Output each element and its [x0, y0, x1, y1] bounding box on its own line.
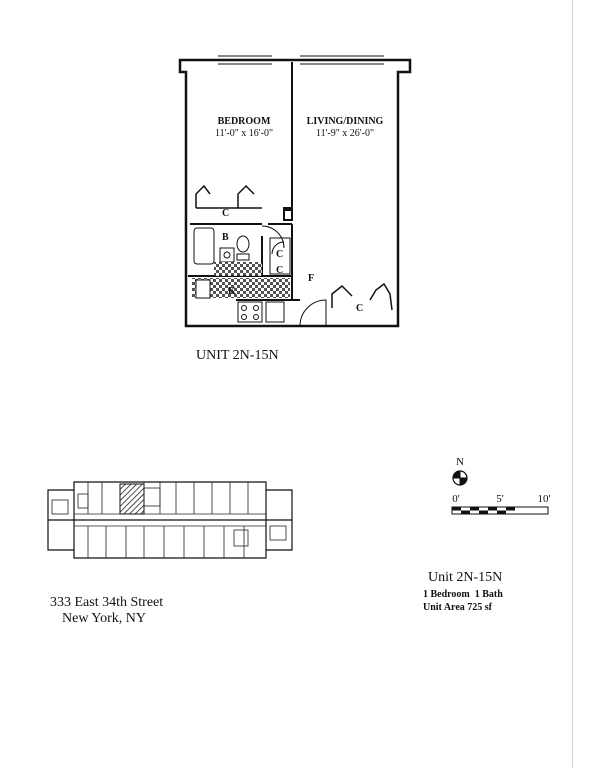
living-dining-name: LIVING/DINING — [307, 116, 384, 127]
scale-tick-5: 5' — [496, 493, 504, 505]
door-swing — [261, 225, 285, 249]
entry-door — [299, 299, 327, 327]
address-street: 333 East 34th Street — [50, 595, 164, 610]
hall-closet-label-1: C — [276, 249, 283, 260]
hall-closet — [269, 237, 291, 275]
interior-wall — [188, 62, 300, 301]
north-label: N — [456, 456, 464, 468]
key-plan — [47, 481, 293, 559]
bedroom-closet-label: C — [222, 208, 229, 219]
unit-beds-baths: 1 Bedroom 1 Bath — [423, 589, 503, 600]
unit-caption: UNIT 2N-15N — [196, 348, 279, 363]
page-edge-line — [572, 0, 573, 768]
bedroom-name: BEDROOM — [218, 116, 271, 127]
window — [218, 55, 384, 65]
scale-tick-10: 10' — [538, 493, 551, 505]
compass: N — [452, 456, 468, 486]
kitchen-tile — [192, 278, 290, 298]
scale-bar: 0' 5' 10' — [451, 493, 551, 515]
exterior-wall — [178, 58, 412, 328]
unit-highlight — [119, 483, 145, 515]
address-city: New York, NY — [62, 611, 147, 626]
bath-label: B — [222, 232, 229, 243]
closet-door — [195, 184, 393, 311]
kitchen-appliances — [195, 279, 285, 323]
bath-tile — [214, 262, 262, 276]
kitchen-label: K — [228, 286, 236, 297]
unit-area: Unit Area 725 sf — [423, 602, 492, 613]
scale-tick-0: 0' — [452, 493, 460, 505]
floor-plan: BEDROOM 11'-0" x 16'-0" LIVING/DINING 11… — [178, 55, 412, 328]
bedroom-dims: 11'-0" x 16'-0" — [215, 128, 273, 139]
foyer-label: F — [308, 273, 314, 284]
hall-closet-label-2: C — [276, 265, 283, 276]
living-dining-dims: 11'-9" x 26'-0" — [316, 128, 374, 139]
unit-title: Unit 2N-15N — [428, 570, 503, 585]
living-closet-label: C — [356, 303, 363, 314]
